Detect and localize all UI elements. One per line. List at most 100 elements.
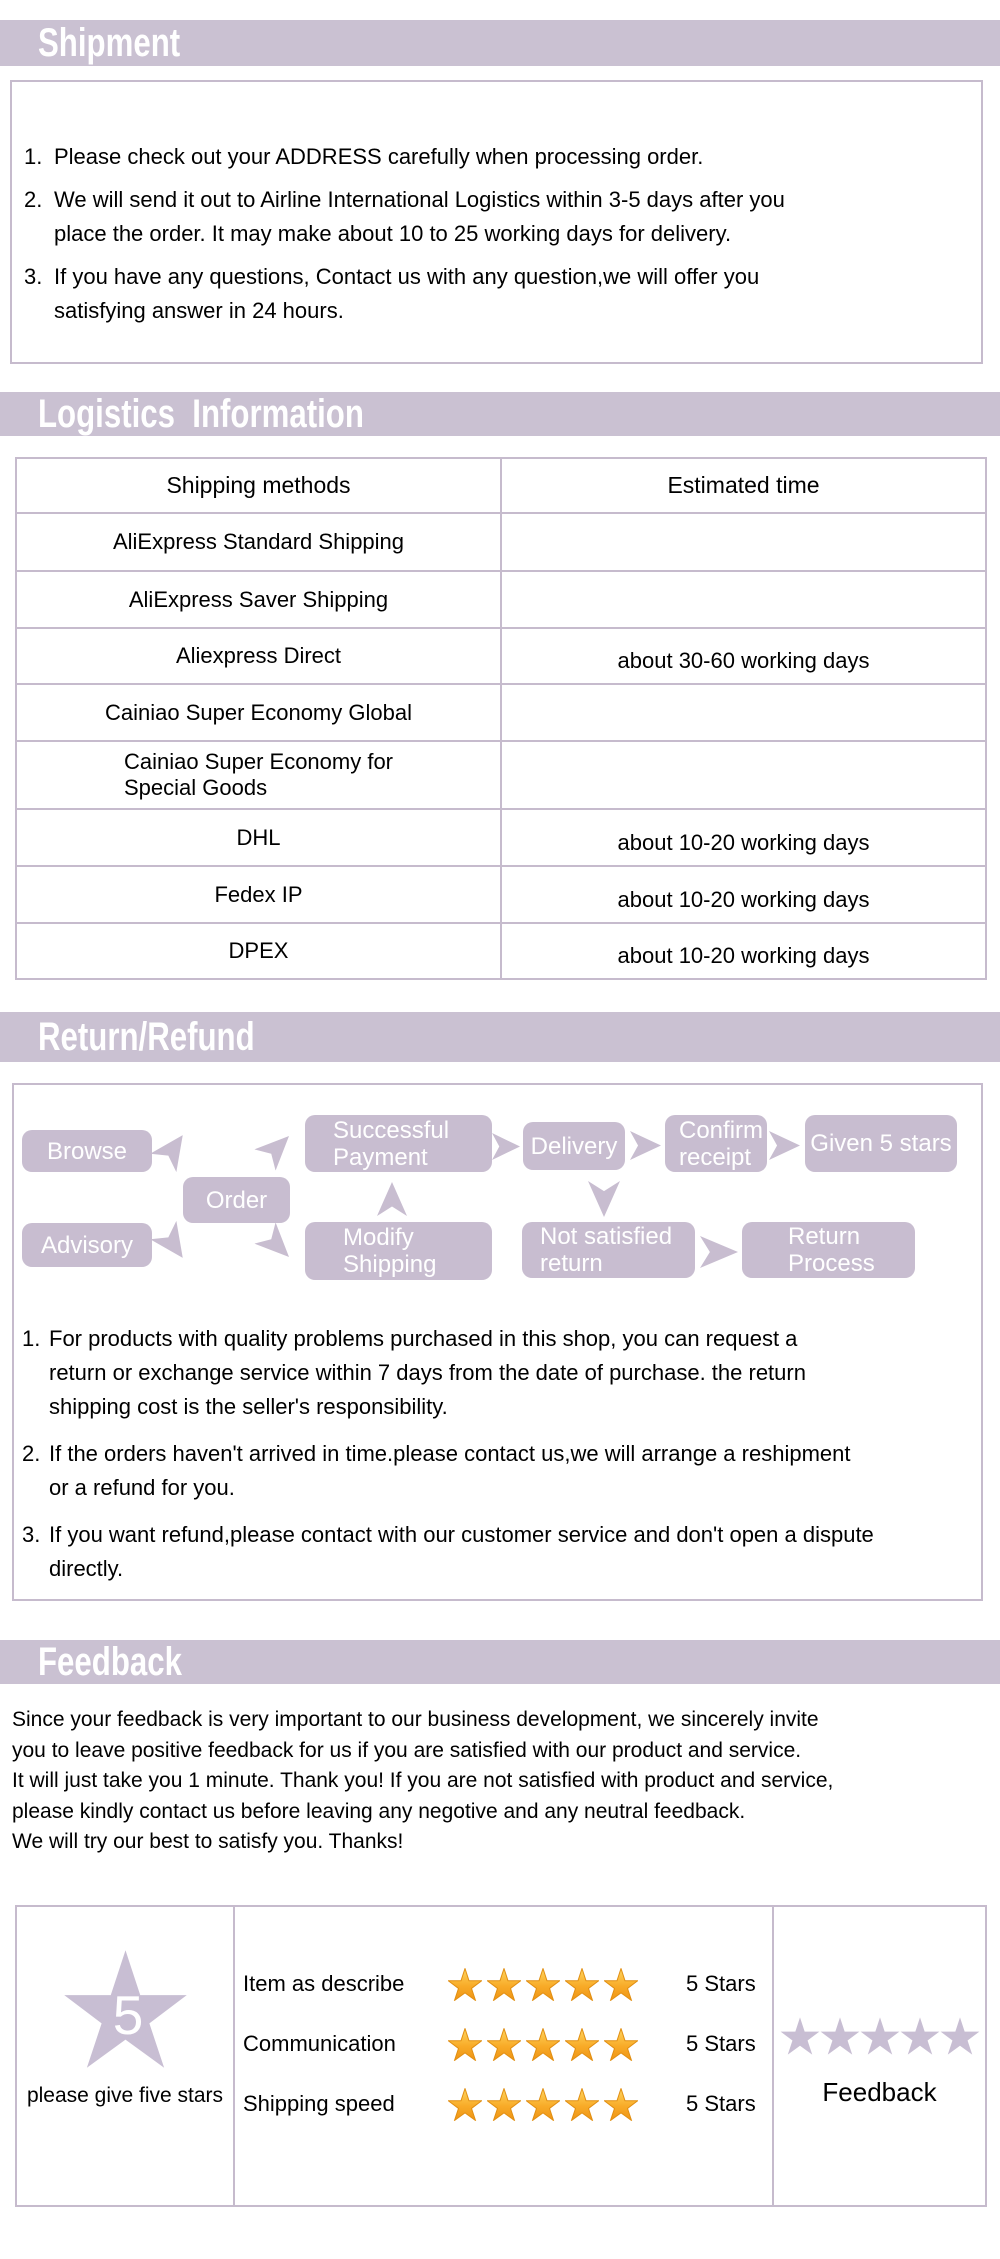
shipping-method-cell: Fedex IP <box>15 865 502 924</box>
return-refund-section-header: Return/Refund <box>0 1012 1000 1062</box>
feedback-label: Feedback <box>822 2076 937 2107</box>
return-policy-notes: 1. For products with quality problems pu… <box>22 1322 974 1599</box>
logistics-section-header: Logistics Information <box>0 392 1000 436</box>
item-number: 2. <box>22 1441 41 1466</box>
estimated-time-cell: about 30-60 working days <box>500 627 987 685</box>
logistics-table: Shipping methods Estimated time AliExpre… <box>15 457 987 980</box>
gold-star-icon <box>604 1968 638 2001</box>
big-five-star: 5 <box>63 1949 188 2069</box>
table-row: DHL about 10-20 working days <box>15 808 987 867</box>
gold-star-icon <box>565 2088 599 2121</box>
feedback-section-header: Feedback <box>0 1640 1000 1684</box>
purple-star-icon <box>860 2017 900 2055</box>
estimated-time-cell: about 10-20 working days <box>500 922 987 980</box>
return-note-2: 2. If the orders haven't arrived in time… <box>22 1437 974 1505</box>
table-row: AliExpress Saver Shipping <box>15 570 987 629</box>
rating-label: Shipping speed <box>243 2091 395 2116</box>
return-note-1: 1. For products with quality problems pu… <box>22 1322 974 1424</box>
purple-stars-row <box>780 2017 980 2055</box>
item-text: We will send it out to Airline Internati… <box>54 187 785 246</box>
gold-star-icon <box>448 2028 482 2061</box>
rating-label: Item as describe <box>243 1971 405 1996</box>
shipment-note-2: 2. We will send it out to Airline Intern… <box>24 183 974 251</box>
table-row: Cainiao Super Economy for Special Goods <box>15 740 987 810</box>
rating-row-item-as-describe: Item as describe 5 Stars <box>243 1963 772 2005</box>
table-row: AliExpress Standard Shipping <box>15 512 987 572</box>
shipment-title: Shipment <box>38 21 181 65</box>
return-refund-title: Return/Refund <box>38 1015 255 1059</box>
rating-stars <box>448 1968 676 2001</box>
shipment-section-header: Shipment <box>0 20 1000 66</box>
estimated-time-cell <box>500 683 987 742</box>
shipment-note-3: 3. If you have any questions, Contact us… <box>24 260 974 328</box>
feedback-title: Feedback <box>38 1640 182 1684</box>
gold-star-icon <box>487 2088 521 2121</box>
item-text: Please check out your ADDRESS carefully … <box>54 144 704 169</box>
feedback-paragraph: Since your feedback is very important to… <box>12 1708 834 1853</box>
shipping-method-cell: DPEX <box>15 922 502 980</box>
rating-stars <box>448 2088 676 2121</box>
purple-star-icon <box>820 2017 860 2055</box>
estimated-time-cell <box>500 512 987 572</box>
shipment-notes: 1. Please check out your ADDRESS careful… <box>24 140 974 337</box>
gold-star-icon <box>604 2088 638 2121</box>
return-note-3: 3. If you want refund,please contact wit… <box>22 1518 974 1586</box>
gold-star-icon <box>526 1968 560 2001</box>
column-header-shipping-methods: Shipping methods <box>15 457 502 514</box>
rating-value: 5 Stars <box>686 1971 756 1996</box>
rating-row-communication: Communication 5 Stars <box>243 2023 772 2065</box>
table-row: Cainiao Super Economy Global <box>15 683 987 742</box>
gold-star-icon <box>565 1968 599 2001</box>
estimated-time-cell <box>500 740 987 810</box>
table-row: Fedex IP about 10-20 working days <box>15 865 987 924</box>
shipping-method-cell: DHL <box>15 808 502 867</box>
logistics-title: Logistics Information <box>38 392 364 436</box>
item-text: If you want refund,please contact with o… <box>49 1522 874 1581</box>
table-row: DPEX about 10-20 working days <box>15 922 987 980</box>
five-stars-caption: please give five stars <box>26 2084 224 2107</box>
purple-star-icon <box>900 2017 940 2055</box>
item-text: If you have any questions, Contact us wi… <box>54 264 760 323</box>
item-number: 1. <box>24 144 43 169</box>
rating-value: 5 Stars <box>686 2091 756 2116</box>
item-text: For products with quality problems purch… <box>49 1326 806 1419</box>
feedback-stars-block: Feedback <box>774 1913 985 2211</box>
rating-value: 5 Stars <box>686 2031 756 2056</box>
item-number: 3. <box>22 1522 41 1547</box>
shipping-method-cell: AliExpress Standard Shipping <box>15 512 502 572</box>
gold-star-icon <box>565 2028 599 2061</box>
purple-star-icon <box>940 2017 980 2055</box>
column-header-estimated-time: Estimated time <box>500 457 987 514</box>
gold-star-icon <box>526 2028 560 2061</box>
feedback-table: 5 please give five stars Item as describ… <box>15 1905 987 2207</box>
rating-stars <box>448 2028 676 2061</box>
rating-rows-cell: Item as describe 5 Stars Communication <box>233 1905 774 2207</box>
gold-star-icon <box>487 2028 521 2061</box>
item-number: 2. <box>24 187 43 212</box>
gold-star-icon <box>604 2028 638 2061</box>
item-number: 3. <box>24 264 43 289</box>
estimated-time-cell: about 10-20 working days <box>500 865 987 924</box>
gold-star-icon <box>526 2088 560 2121</box>
feedback-stars-cell: Feedback <box>772 1905 987 2207</box>
big-star-icon: 5 <box>63 1949 188 2069</box>
item-number: 1. <box>22 1326 41 1351</box>
estimated-time-cell <box>500 570 987 629</box>
shipment-box <box>10 80 983 364</box>
item-text: If the orders haven't arrived in time.pl… <box>49 1441 851 1500</box>
rating-label: Communication <box>243 2031 396 2056</box>
five-stars-request-cell: 5 please give five stars <box>15 1905 235 2207</box>
rating-rows: Item as describe 5 Stars Communication <box>235 1907 772 2125</box>
rating-row-shipping-speed: Shipping speed 5 Stars <box>243 2083 772 2125</box>
shipping-method-cell: AliExpress Saver Shipping <box>15 570 502 629</box>
estimated-time-cell: about 10-20 working days <box>500 808 987 867</box>
gold-star-icon <box>448 2088 482 2121</box>
table-row: Aliexpress Direct about 30-60 working da… <box>15 627 987 685</box>
gold-star-icon <box>448 1968 482 2001</box>
table-header-row: Shipping methods Estimated time <box>15 457 987 514</box>
cell-text: Cainiao Super Economy for Special Goods <box>123 749 394 800</box>
purple-star-icon <box>780 2017 820 2055</box>
shipping-method-cell: Aliexpress Direct <box>15 627 502 685</box>
shipping-method-cell: Cainiao Super Economy Global <box>15 683 502 742</box>
